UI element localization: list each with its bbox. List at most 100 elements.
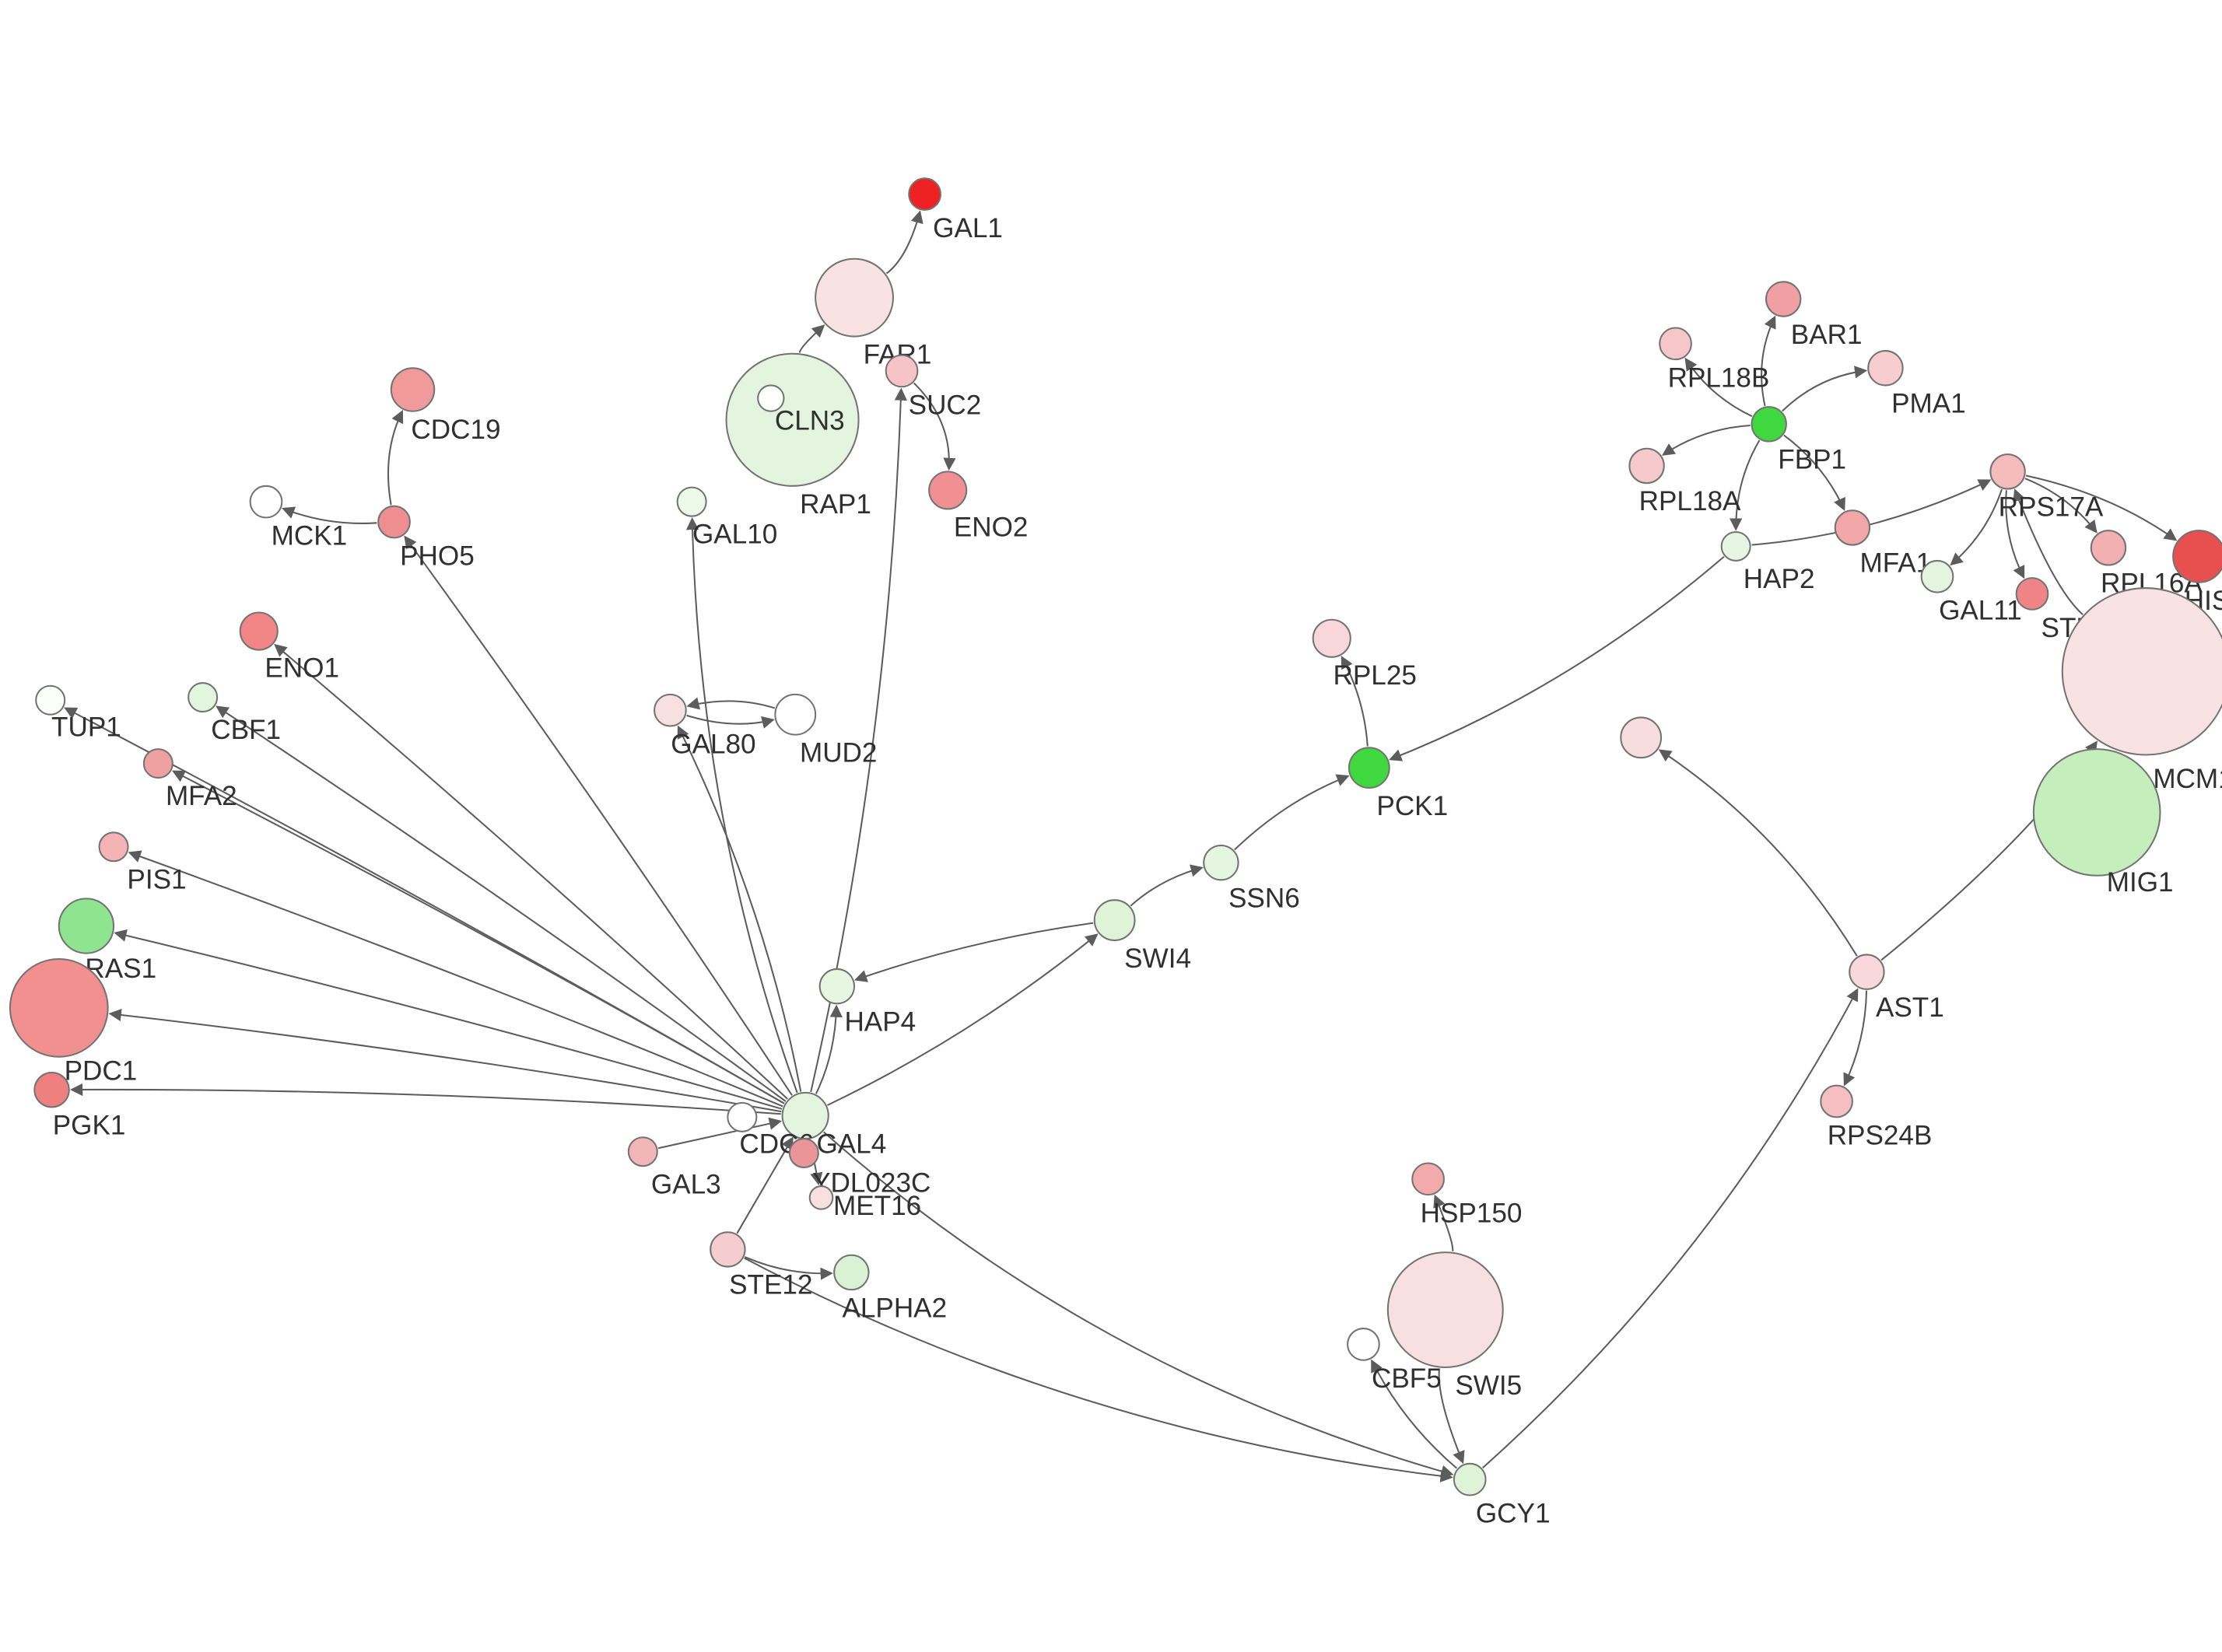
- node-STE2[interactable]: [2015, 577, 2049, 611]
- node-FAR1[interactable]: [815, 257, 894, 338]
- edge-GAL4-HAP4[interactable]: [815, 1004, 843, 1094]
- node-YDL023C[interactable]: [788, 1138, 819, 1169]
- node-CDC6[interactable]: [727, 1101, 758, 1132]
- edge-PHO5-CDC19[interactable]: [387, 410, 404, 506]
- edge-GAL4-PHO5[interactable]: [404, 535, 793, 1096]
- edge-SWI4-SSN6[interactable]: [1130, 864, 1204, 907]
- edge-HAP2-PCK1[interactable]: [1389, 555, 1725, 761]
- edge-SUC2-ENO2[interactable]: [913, 382, 956, 471]
- edge-GAL4-ENO1[interactable]: [274, 643, 788, 1100]
- node-RAS1[interactable]: [58, 898, 115, 954]
- edge-SWI5-HSP150[interactable]: [1433, 1194, 1454, 1251]
- node-CBF5[interactable]: [1347, 1328, 1380, 1361]
- node-FBP1[interactable]: [1751, 406, 1787, 443]
- node-PHO5[interactable]: [377, 505, 411, 539]
- node-SWI4[interactable]: [1093, 899, 1136, 941]
- node-GAL1[interactable]: [908, 177, 941, 211]
- edge-PHO5-MCK1[interactable]: [282, 506, 377, 524]
- node-ENO1[interactable]: [239, 611, 279, 651]
- node-RPL25[interactable]: [1312, 618, 1351, 658]
- node-MCM1[interactable]: [2061, 587, 2222, 756]
- node-SUC2[interactable]: [885, 354, 919, 388]
- node-HAP4[interactable]: [818, 968, 856, 1005]
- edge-SWI4-HAP4[interactable]: [853, 922, 1094, 982]
- node-UNNAMED1[interactable]: [1620, 716, 1663, 759]
- edge-STE12-GAL4[interactable]: [736, 1136, 794, 1234]
- edge-GAL80-MUD2[interactable]: [686, 714, 775, 729]
- edge-AST1-RPS24B[interactable]: [1843, 990, 1868, 1087]
- edge-GAL4-GAL80[interactable]: [677, 725, 802, 1092]
- edge-SWI5-GCY1[interactable]: [1438, 1368, 1465, 1465]
- edge-RPS17A-HIS4[interactable]: [2025, 474, 2178, 541]
- edge-SSN6-PCK1[interactable]: [1234, 774, 1350, 851]
- node-ENO2[interactable]: [928, 471, 968, 510]
- edge-GAL4-MFA2[interactable]: [171, 770, 785, 1104]
- node-MUD2[interactable]: [774, 693, 817, 736]
- edge-STE12-GCY1[interactable]: [744, 1257, 1453, 1482]
- node-HAP2[interactable]: [1720, 530, 1751, 562]
- edge-PCK1-RPL25[interactable]: [1341, 656, 1369, 747]
- node-PIS1[interactable]: [98, 831, 129, 863]
- node-MIG1[interactable]: [2032, 748, 2161, 877]
- edge-GCY1-CBF5[interactable]: [1371, 1359, 1458, 1469]
- node-RPL18B[interactable]: [1659, 327, 1692, 361]
- node-RPL16A[interactable]: [2090, 530, 2127, 566]
- node-STE12[interactable]: [710, 1231, 746, 1268]
- node-GAL3[interactable]: [627, 1136, 658, 1167]
- edge-FBP1-RPL18A[interactable]: [1661, 424, 1751, 456]
- edge-RAP1-FAR1[interactable]: [798, 324, 825, 353]
- node-GAL10[interactable]: [676, 486, 707, 517]
- node-TUP1[interactable]: [35, 684, 66, 716]
- node-RPS17A[interactable]: [1989, 453, 2026, 490]
- edge-FBP1-RPL18B[interactable]: [1684, 357, 1753, 418]
- edge-RPS17A-RPL16A[interactable]: [2024, 478, 2098, 534]
- edge-FBP1-HAP2[interactable]: [1730, 439, 1761, 531]
- edge-AST1-UNNAMED1[interactable]: [1658, 749, 1858, 957]
- edge-GAL3-GAL4[interactable]: [657, 1117, 783, 1150]
- node-SWI5[interactable]: [1386, 1251, 1504, 1368]
- edge-GCY1-AST1[interactable]: [1481, 988, 1859, 1469]
- edge-GAL4-CBF1[interactable]: [216, 705, 787, 1102]
- edge-GAL4-GAL10[interactable]: [685, 516, 798, 1094]
- node-BAR1[interactable]: [1765, 281, 1802, 317]
- edge-STE12-ALPHA2[interactable]: [744, 1256, 833, 1280]
- edge-RPS17A-GAL11[interactable]: [1950, 488, 2003, 566]
- edge-FBP1-BAR1[interactable]: [1761, 315, 1776, 407]
- node-HSP150[interactable]: [1411, 1162, 1445, 1196]
- node-CDC19[interactable]: [390, 367, 436, 412]
- edge-GAL4-SWI4[interactable]: [827, 933, 1099, 1106]
- edge-FAR1-GAL1[interactable]: [885, 210, 923, 275]
- edge-RPS17A-STE2[interactable]: [2005, 490, 2025, 579]
- node-RAP1[interactable]: [725, 352, 860, 487]
- node-MFA2[interactable]: [142, 748, 173, 779]
- node-MFA1[interactable]: [1834, 509, 1871, 546]
- node-GCY1[interactable]: [1453, 1462, 1487, 1496]
- edge-GAL4-TUP1[interactable]: [64, 707, 785, 1104]
- edge-MUD2-GAL80[interactable]: [686, 697, 776, 710]
- node-HIS4[interactable]: [2172, 530, 2222, 583]
- node-ALPHA2[interactable]: [833, 1254, 870, 1291]
- node-GAL11[interactable]: [1920, 559, 1954, 593]
- node-AST1[interactable]: [1849, 954, 1885, 990]
- node-MET16[interactable]: [808, 1185, 834, 1210]
- node-MCK1[interactable]: [249, 485, 283, 519]
- node-RPS24B[interactable]: [1820, 1084, 1853, 1118]
- edge-GAL4-RAS1[interactable]: [114, 929, 783, 1110]
- node-CBF1[interactable]: [188, 682, 219, 713]
- edge-GAL4-GCY1[interactable]: [822, 1131, 1454, 1478]
- edge-GAL4-PIS1[interactable]: [128, 850, 783, 1108]
- node-RPL18A[interactable]: [1628, 447, 1665, 485]
- edge-MCM1-RPS17A[interactable]: [2013, 488, 2084, 616]
- edge-GAL4-PGK1[interactable]: [69, 1083, 781, 1115]
- node-PMA1[interactable]: [1867, 350, 1904, 387]
- node-SSN6[interactable]: [1203, 844, 1239, 881]
- edge-FBP1-MFA1[interactable]: [1783, 434, 1845, 511]
- node-PDC1[interactable]: [9, 957, 109, 1058]
- node-CLN3[interactable]: [757, 384, 785, 412]
- edge-GAL4-PDC1[interactable]: [108, 1008, 782, 1113]
- edge-HAP2-RPS17A[interactable]: [1751, 479, 1992, 546]
- node-GAL80[interactable]: [654, 693, 687, 727]
- node-PGK1[interactable]: [33, 1072, 70, 1108]
